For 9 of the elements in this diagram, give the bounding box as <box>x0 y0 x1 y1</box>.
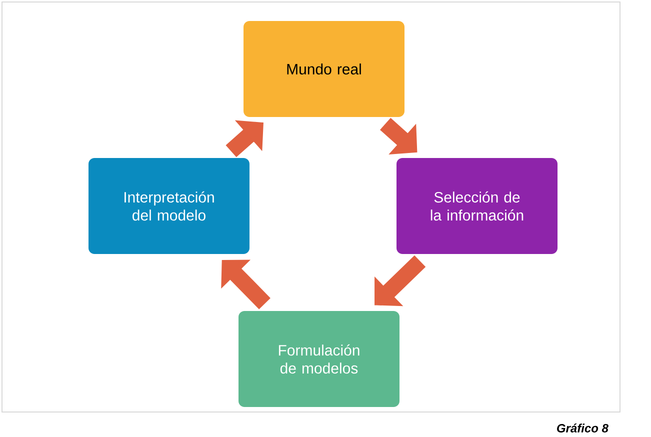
process-box: Formulación de modelos <box>238 311 400 407</box>
process-box: Selección de la información <box>396 158 558 254</box>
block-arrow <box>374 255 426 306</box>
figure-caption: Gráfico 8 <box>557 424 608 432</box>
block-arrow <box>226 120 264 158</box>
block-arrow <box>380 118 418 154</box>
process-box: Mundo real <box>244 21 404 117</box>
process-box: Interpretación del modelo <box>88 158 250 254</box>
block-arrow <box>221 260 270 310</box>
